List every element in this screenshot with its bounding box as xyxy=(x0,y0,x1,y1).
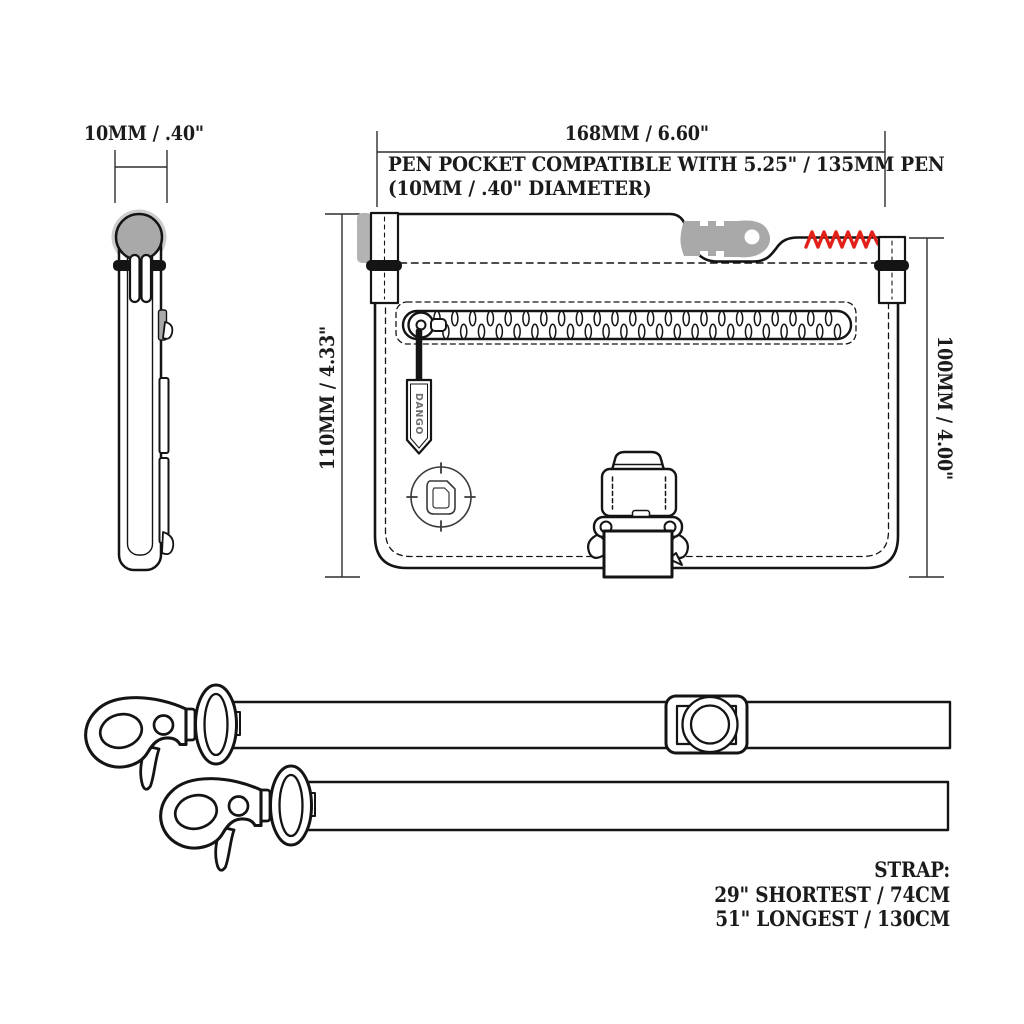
zipper-teeth xyxy=(433,310,842,340)
dango-logo-icon xyxy=(406,462,476,532)
front-view: DANGO xyxy=(357,211,909,579)
dim-top-bracket xyxy=(376,131,886,207)
key-icon xyxy=(680,220,771,258)
zipper-slider-tab xyxy=(430,318,447,332)
zipper-pull-tag xyxy=(405,378,433,455)
key-hole xyxy=(744,229,760,245)
elastic-band-left xyxy=(366,260,402,271)
buckle-cap xyxy=(610,450,666,472)
pen-top-icon xyxy=(114,212,164,262)
side-hook-bottom xyxy=(161,531,175,556)
red-stitching xyxy=(804,230,880,249)
brand-tag-text: DANGO xyxy=(413,393,424,435)
pen-pocket-note-line2: (10MM / .40" DIAMETER) xyxy=(388,175,652,200)
pen-clip-tab xyxy=(357,213,372,263)
strap-length-note: STRAP: 29" SHORTEST / 74CM 51" LONGEST /… xyxy=(686,857,950,932)
strap-note-line2: 51" LONGEST / 130CM xyxy=(715,906,950,931)
elastic-band-right xyxy=(874,260,909,271)
strap-2-webbing xyxy=(304,780,950,832)
strap-note-title: STRAP: xyxy=(874,857,950,882)
side-loop-tab xyxy=(158,377,170,454)
snap-hook-icon xyxy=(84,683,241,791)
side-hook-top xyxy=(162,321,174,340)
pen-pocket-note: PEN POCKET COMPATIBLE WITH 5.25" / 135MM… xyxy=(388,152,945,200)
dimension-lines xyxy=(114,131,944,578)
strap-keeper xyxy=(602,529,674,579)
strap-note-line1: 29" SHORTEST / 74CM xyxy=(714,881,950,907)
dimension-height-back: 100MM / 4.00" xyxy=(933,335,957,481)
clip-prong xyxy=(140,253,153,304)
clip-prong xyxy=(128,253,141,304)
zipper-stitch-box xyxy=(395,301,857,345)
straps xyxy=(84,683,952,872)
dimension-width: 168MM / 6.60" xyxy=(564,121,709,145)
pen-pocket-note-line1: PEN POCKET COMPATIBLE WITH 5.25" / 135MM… xyxy=(388,152,945,176)
snap-hook-rivet xyxy=(152,714,175,736)
side-keeper-tab xyxy=(158,457,170,544)
dim-side-bracket xyxy=(114,150,168,203)
strap-adjuster xyxy=(664,694,749,755)
dimension-pen-diameter: 10MM / .40" xyxy=(83,121,204,145)
strap-1-webbing xyxy=(226,700,952,750)
dim-right-bracket xyxy=(909,237,944,578)
dimension-height-front: 110MM / 4.33" xyxy=(315,325,339,471)
side-view xyxy=(111,209,175,572)
strap-buckle xyxy=(587,450,689,579)
dim-left-bracket xyxy=(325,213,360,578)
